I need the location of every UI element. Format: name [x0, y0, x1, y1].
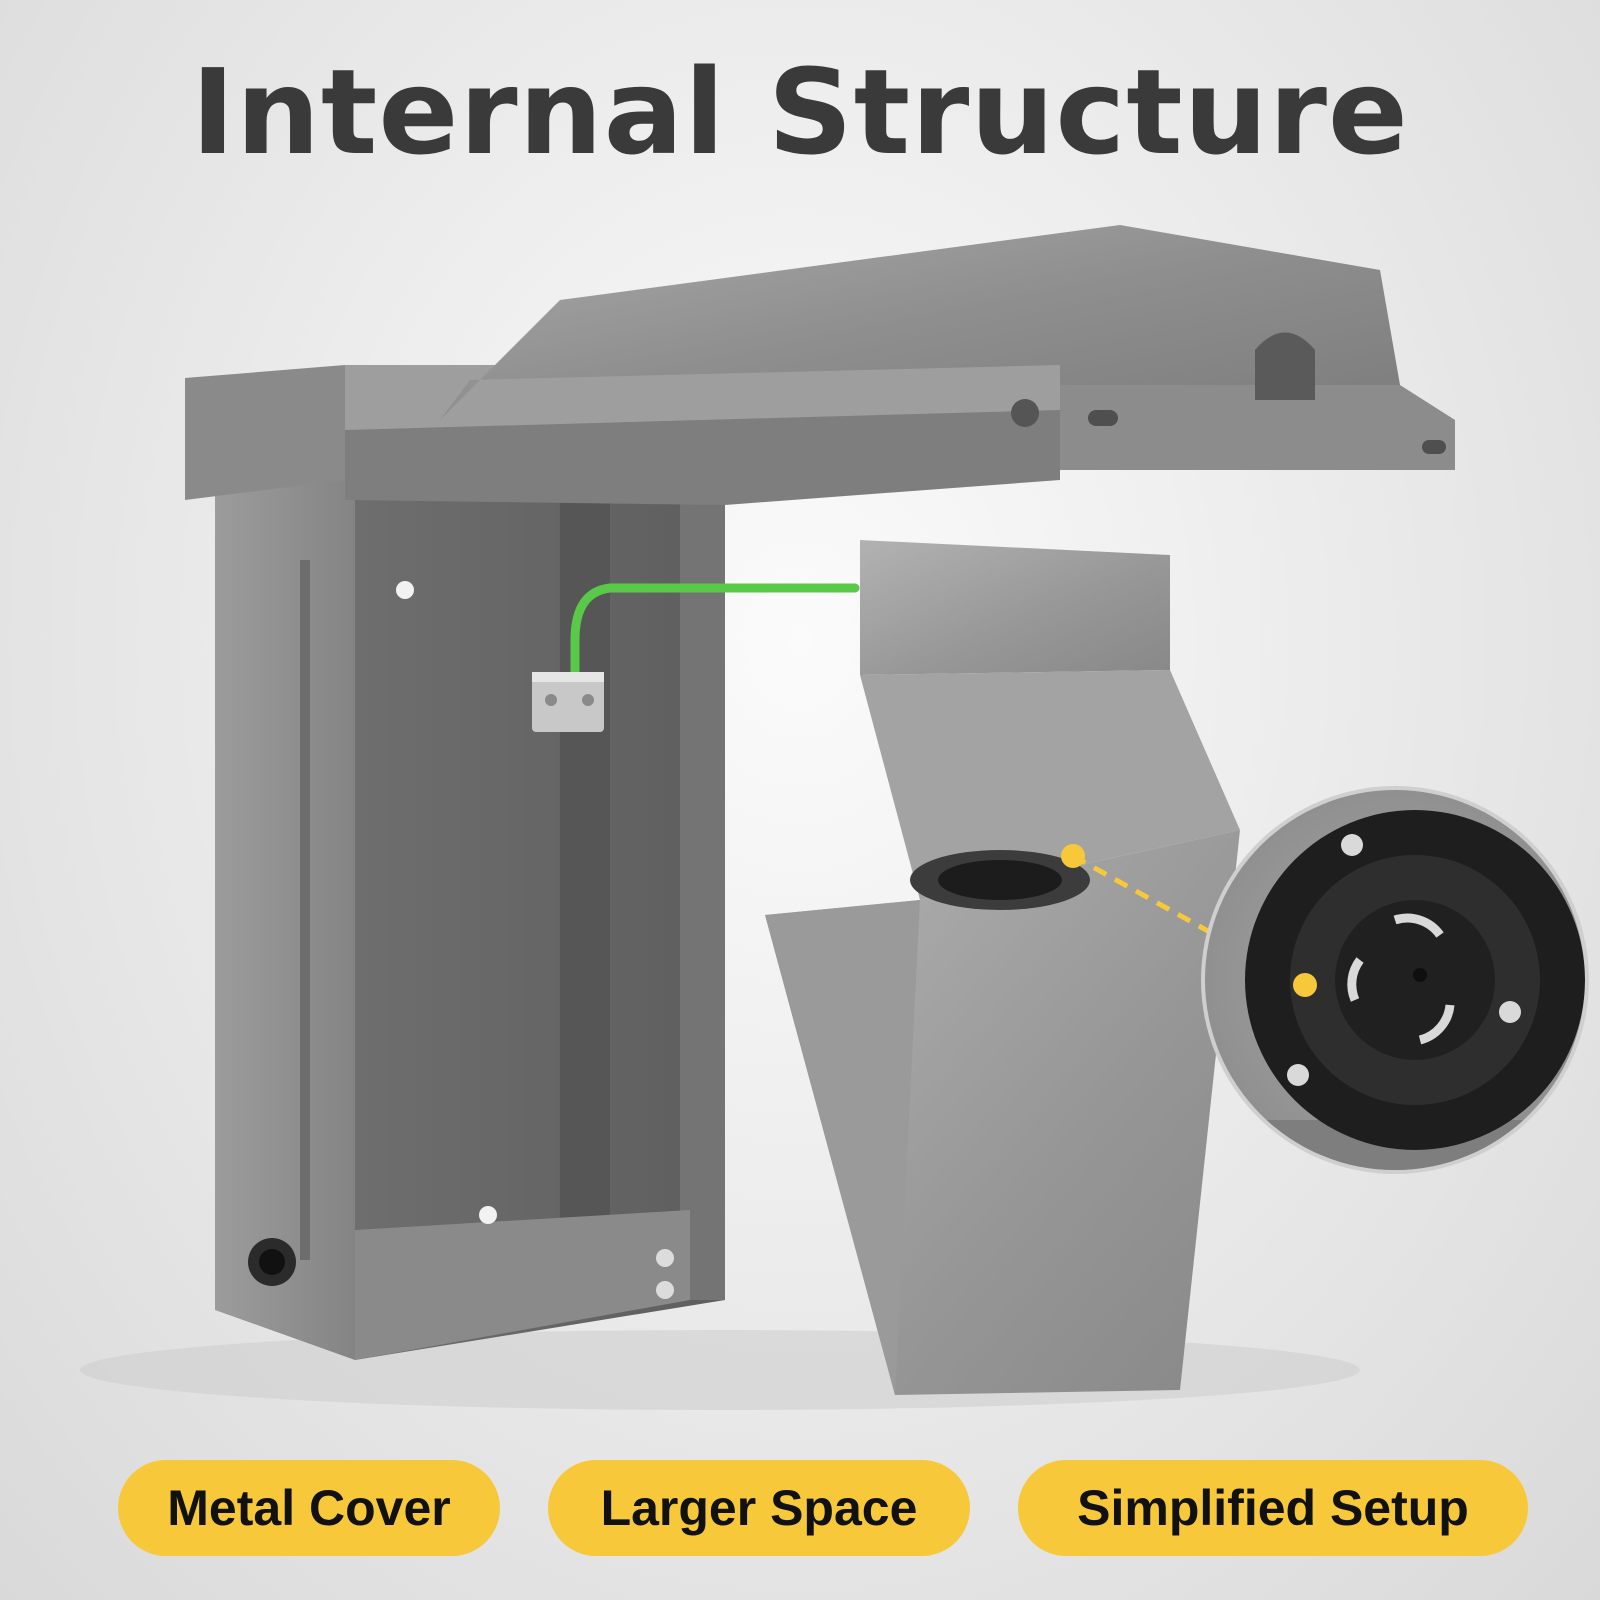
- feature-badge-larger-space: Larger Space: [548, 1460, 970, 1556]
- inner-plate: [765, 540, 1240, 1395]
- metal-cover-lid: [185, 225, 1455, 505]
- ground-wire-icon: [532, 583, 860, 732]
- twist-lock-receptacle-icon: [1201, 786, 1589, 1174]
- page-title: Internal Structure: [191, 43, 1409, 181]
- enclosure-box: [215, 459, 725, 1360]
- feature-label: Simplified Setup: [1077, 1480, 1469, 1536]
- feature-badge-metal-cover: Metal Cover: [118, 1460, 500, 1556]
- feature-label: Metal Cover: [167, 1480, 451, 1536]
- feature-badge-simplified-setup: Simplified Setup: [1018, 1460, 1528, 1556]
- feature-label: Larger Space: [600, 1480, 918, 1536]
- callout-dot: [1061, 844, 1085, 868]
